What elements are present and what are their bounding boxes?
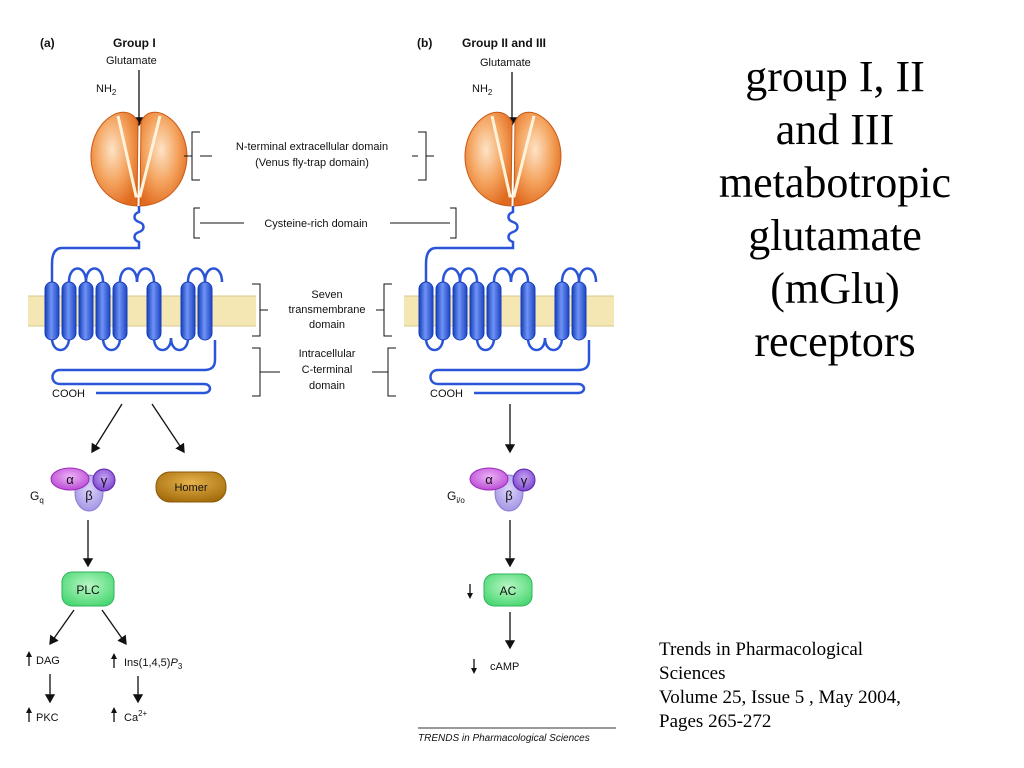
dag-label: DAG	[36, 655, 60, 667]
panel-a-cysteine-rich	[50, 206, 145, 284]
panel-b-ligand-label: Glutamate	[480, 57, 531, 69]
up-arrow-icon	[26, 707, 32, 722]
up-arrow-icon	[111, 653, 117, 668]
down-arrow-icon	[471, 659, 477, 674]
panel-a-helices	[44, 267, 224, 352]
up-arrow-icon	[26, 651, 32, 666]
domain-ct-label-1: Intracellular	[299, 348, 356, 360]
ac-label: AC	[500, 584, 517, 598]
domain-labels: N-terminal extracellular domain (Venus f…	[184, 131, 457, 397]
ca-label: Ca2+	[124, 709, 148, 724]
camp-label: cAMP	[490, 661, 519, 673]
panel-b-gio-label: Gi/o	[447, 489, 465, 505]
title-line: receptors	[754, 317, 916, 366]
panel-a-g-protein: α β γ	[50, 467, 116, 512]
panel-a-arrow-to-homer	[151, 403, 185, 454]
svg-text:α: α	[66, 472, 74, 487]
ip3-label: Ins(1,4,5)P3	[124, 657, 183, 671]
panel-b-letter: (b)	[417, 36, 432, 50]
panel-a-cterm-tail	[51, 340, 217, 395]
domain-ct-label-2: C-terminal	[302, 364, 353, 376]
citation: Trends in Pharmacological Sciences Volum…	[659, 638, 1009, 734]
up-arrow-icon	[111, 707, 117, 722]
panel-a-letter: (a)	[40, 36, 55, 50]
domain-tm-label-3: domain	[309, 319, 345, 331]
homer-pill	[155, 471, 227, 503]
title-line: glutamate	[748, 211, 922, 260]
panel-a-group-label: Group I	[113, 36, 156, 50]
citation-line: Trends in Pharmacological	[659, 639, 864, 660]
pkc-label: PKC	[36, 712, 59, 724]
panel-b-group-label: Group II and III	[462, 36, 546, 50]
ac-box	[483, 573, 533, 607]
slide-title: group I, II and III metabotropic glutama…	[660, 50, 1010, 368]
svg-text:γ: γ	[521, 473, 528, 488]
panel-a-arrow-to-gq	[91, 403, 123, 454]
domain-tm-label-1: Seven	[311, 289, 342, 301]
title-line: group I, II	[745, 52, 925, 101]
domain-tm-label-2: transmembrane	[288, 304, 365, 316]
citation-line: Sciences	[659, 663, 726, 684]
panel-b-cysteine-rich	[424, 206, 519, 284]
panel-b-cterm-tail	[429, 340, 591, 395]
panel-b-g-protein: α β γ	[469, 467, 536, 512]
title-line: metabotropic	[718, 158, 952, 207]
citation-line: Pages 265-272	[659, 711, 772, 732]
source-credit: TRENDS in Pharmacological Sciences	[418, 733, 590, 744]
receptor-figure: (a) Group I Glutamate NH2 COOH N-termina…	[26, 36, 616, 744]
domain-ct-label-3: domain	[309, 380, 345, 392]
svg-text:β: β	[85, 488, 92, 503]
citation-line: Volume 25, Issue 5 , May 2004,	[659, 687, 901, 708]
svg-text:γ: γ	[101, 473, 108, 488]
plc-label: PLC	[76, 583, 100, 597]
panel-a-cooh-label: COOH	[52, 388, 85, 400]
panel-b-cooh-label: COOH	[430, 388, 463, 400]
domain-extracellular-label-2: (Venus fly-trap domain)	[255, 157, 369, 169]
domain-cysteine-label: Cysteine-rich domain	[264, 218, 367, 230]
panel-a-arrow-to-dag	[49, 609, 75, 646]
panel-b-venus-flytrap	[464, 111, 562, 207]
title-line: and III	[775, 105, 895, 154]
panel-a-nterm-label: NH2	[96, 83, 117, 97]
title-line: (mGlu)	[770, 264, 900, 313]
panel-a-ligand-label: Glutamate	[106, 55, 157, 67]
homer-label: Homer	[174, 482, 207, 494]
panel-a-arrow-to-ip3	[101, 609, 127, 646]
domain-extracellular-label-1: N-terminal extracellular domain	[236, 141, 388, 153]
panel-a-venus-flytrap	[90, 111, 188, 207]
svg-text:α: α	[485, 472, 493, 487]
panel-b-helices	[418, 267, 598, 352]
down-arrow-icon	[467, 584, 473, 599]
svg-text:β: β	[505, 488, 512, 503]
panel-b-nterm-label: NH2	[472, 83, 493, 97]
panel-a-gq-label: Gq	[30, 489, 44, 505]
plc-box	[61, 571, 115, 607]
